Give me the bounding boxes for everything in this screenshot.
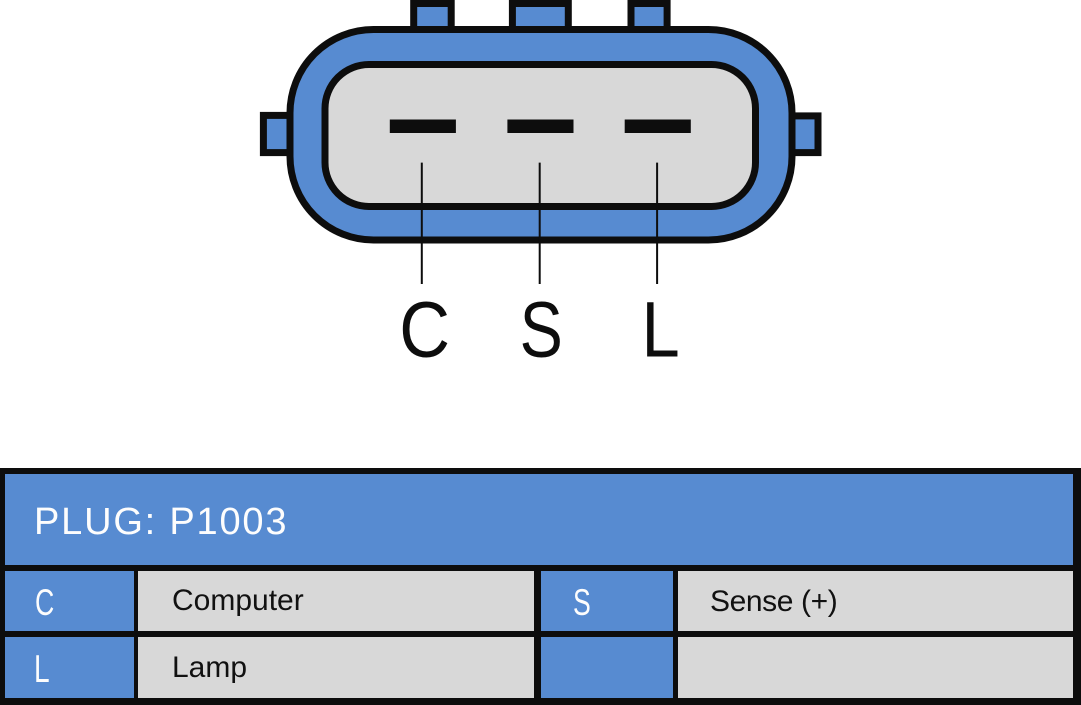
svg-text:L: L (641, 285, 679, 374)
svg-text:S: S (520, 287, 563, 374)
svg-text:C: C (399, 285, 450, 374)
